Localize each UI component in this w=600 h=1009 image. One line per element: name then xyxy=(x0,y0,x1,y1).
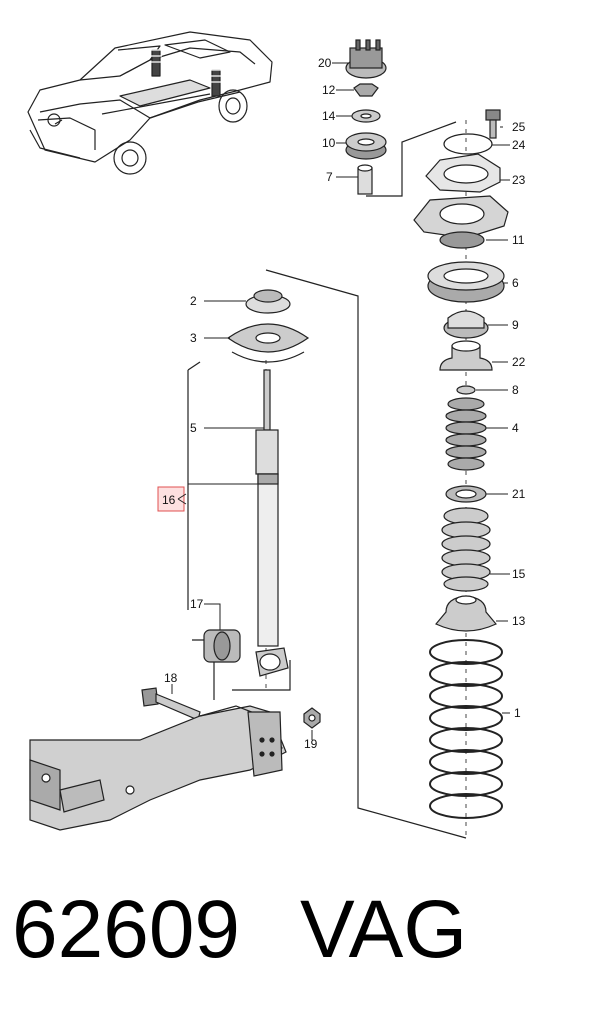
highlighted-callout-16: 16 xyxy=(157,486,187,512)
part-10-bearing xyxy=(345,132,387,160)
part-3-stop-plate xyxy=(226,323,310,363)
label-part-20: 20 xyxy=(318,56,332,70)
label-part-24: 24 xyxy=(512,138,526,152)
label-part-5: 5 xyxy=(190,421,197,435)
label-part-18: 18 xyxy=(164,671,178,685)
label-part-9: 9 xyxy=(512,318,519,332)
part-labels: 20 12 14 10 7 25 24 23 11 6 9 22 8 4 21 … xyxy=(164,56,526,751)
label-part-16: 16 xyxy=(162,493,176,507)
part-14-washer xyxy=(351,109,381,123)
part-5-shock-absorber xyxy=(255,369,279,647)
part-23-mount-plate xyxy=(425,153,501,193)
part-21-seal-ring xyxy=(445,485,487,503)
part-6-spring-seat xyxy=(427,261,505,303)
label-part-25: 25 xyxy=(512,120,526,134)
leader-lines xyxy=(171,62,510,740)
part-13-lower-spring-seat xyxy=(435,595,497,632)
label-part-7: 7 xyxy=(326,170,333,184)
label-part-15: 15 xyxy=(512,567,526,581)
label-part-8: 8 xyxy=(512,383,519,397)
brand-name: VAG xyxy=(300,884,468,975)
part-18-bolt xyxy=(141,687,201,721)
label-part-17: 17 xyxy=(190,597,204,611)
label-part-13: 13 xyxy=(512,614,526,628)
label-part-12: 12 xyxy=(322,83,336,97)
part-12-nut xyxy=(353,83,379,97)
label-part-2: 2 xyxy=(190,294,197,308)
label-part-11: 11 xyxy=(512,233,525,247)
label-part-14: 14 xyxy=(322,109,336,123)
part-11-strut-mount xyxy=(413,195,509,249)
part-7-spacer-sleeve xyxy=(357,164,373,195)
part-25-bolt xyxy=(485,109,501,139)
part-9-bump-stop-cap xyxy=(443,310,489,339)
part-17-bushing xyxy=(203,629,241,663)
label-part-21: 21 xyxy=(512,487,526,501)
part-number-caption: 62609 VAG xyxy=(12,880,600,1000)
part-number: 62609 xyxy=(12,884,241,975)
part-1-coil-spring xyxy=(429,639,503,819)
label-part-1: 1 xyxy=(514,706,521,720)
vehicle-locator-illustration xyxy=(27,31,273,175)
label-part-10: 10 xyxy=(322,136,336,150)
label-part-23: 23 xyxy=(512,173,526,187)
part-20-cap-nut xyxy=(345,39,387,79)
label-part-19: 19 xyxy=(304,737,318,751)
part-2-cap xyxy=(245,289,291,314)
rear-axle-beam xyxy=(29,705,287,831)
exploded-view-diagram: 20 12 14 10 7 25 24 23 11 6 9 22 8 4 21 … xyxy=(27,31,526,840)
part-4-protective-sleeve xyxy=(445,397,487,471)
part-15-bump-stop-boot xyxy=(441,507,491,592)
part-24-gasket xyxy=(443,133,493,155)
part-8-ring xyxy=(456,385,476,395)
label-part-3: 3 xyxy=(190,331,197,345)
part-22-bump-stop xyxy=(439,340,493,371)
shock-lower-eye xyxy=(255,647,289,677)
label-part-6: 6 xyxy=(512,276,519,290)
label-part-4: 4 xyxy=(512,421,519,435)
label-part-22: 22 xyxy=(512,355,526,369)
part-19-nut xyxy=(303,707,321,729)
